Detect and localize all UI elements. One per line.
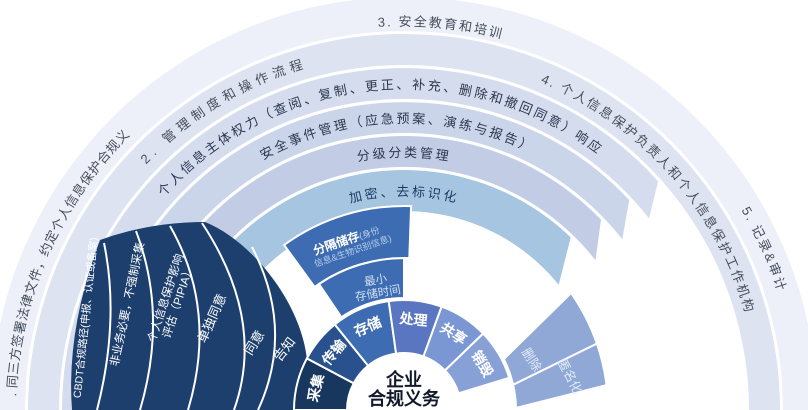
storage-band-segregate bbox=[282, 205, 413, 289]
slice-anonymize bbox=[511, 342, 608, 410]
ring-incident-management bbox=[96, 102, 630, 410]
ring-classification bbox=[130, 136, 601, 410]
stage-processing-label: 处理 bbox=[398, 310, 429, 329]
wedge-slice-dividers bbox=[96, 222, 277, 410]
center-hub bbox=[347, 353, 461, 410]
center-title-line1: 企业 bbox=[385, 369, 422, 390]
ring-subject-rights bbox=[62, 68, 659, 410]
stage-collection-label: 采集 bbox=[304, 371, 327, 404]
stage-ring bbox=[292, 299, 511, 410]
ring-encryption bbox=[173, 170, 571, 344]
center-title-line2: 合规义务 bbox=[368, 388, 441, 409]
encryption-band-label: 加密、去标识化 bbox=[348, 184, 461, 206]
collection-wedge bbox=[71, 222, 307, 410]
classification-band-label: 分级分类管理 bbox=[356, 145, 452, 164]
svg-text:最小: 最小 bbox=[363, 272, 388, 289]
